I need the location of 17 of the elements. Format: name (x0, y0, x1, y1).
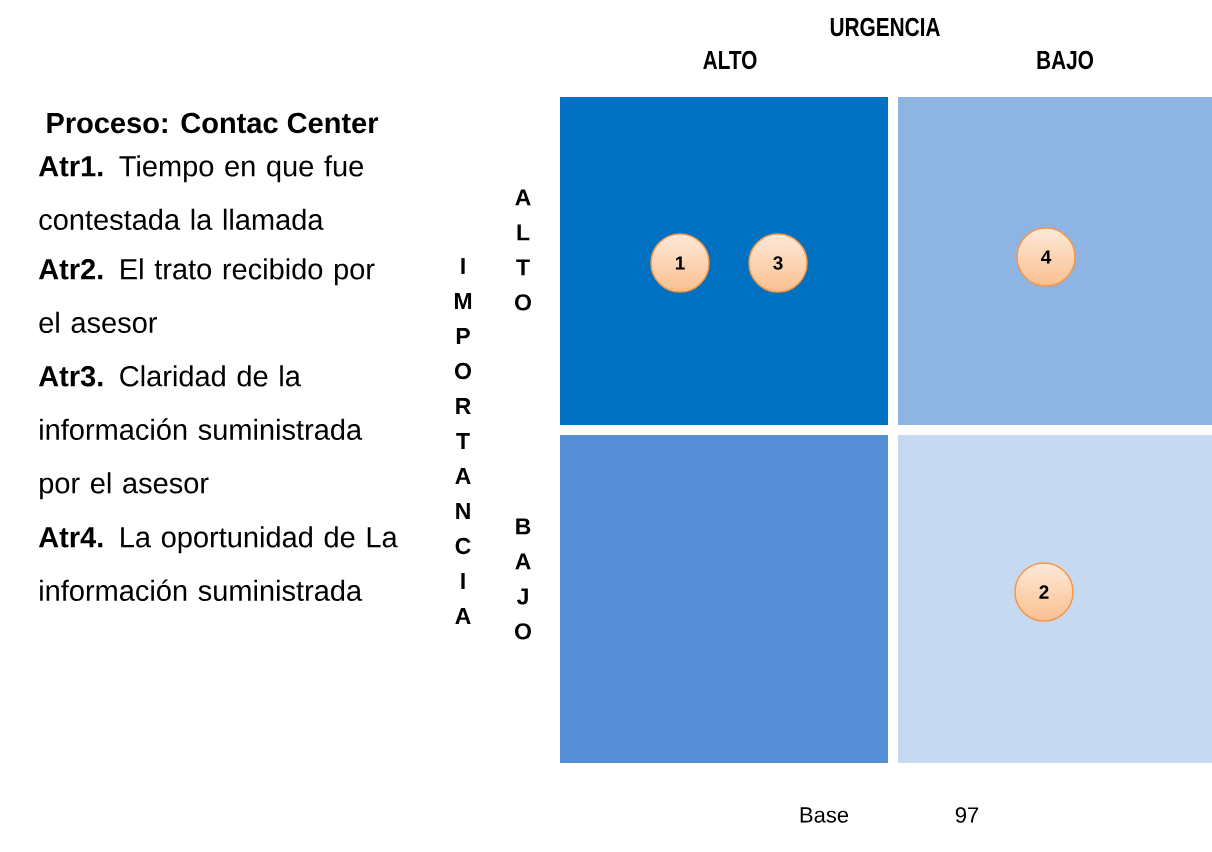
process-title: Proceso: Contac Center (47, 112, 379, 134)
quadrant-box (560, 97, 888, 425)
base-label: 97 (955, 807, 979, 823)
base-label: Base (800, 807, 849, 823)
quadrant-box (898, 435, 1212, 763)
axis-heading: IMPORTANCIA (454, 258, 472, 624)
axis-heading: BAJO (515, 518, 531, 640)
axis-heading: BAJO (1037, 50, 1094, 70)
attribute-description: Atr1. Tiempo en que fue contestada la llamada (38, 155, 363, 230)
axis-heading: URGENCIA (830, 17, 940, 37)
attribute-description: Atr3. Claridad de la información suministrada por el asesor (38, 365, 363, 500)
quadrant-box (560, 435, 888, 763)
attribute-description: Atr4. La oportunidad de La información suministrada (38, 526, 398, 601)
axis-heading: ALTO (703, 50, 757, 70)
axis-heading: ALTO (515, 189, 531, 311)
attribute-description: Atr2. El trato recibido por el asesor (38, 258, 375, 333)
quadrant-box (898, 97, 1212, 425)
